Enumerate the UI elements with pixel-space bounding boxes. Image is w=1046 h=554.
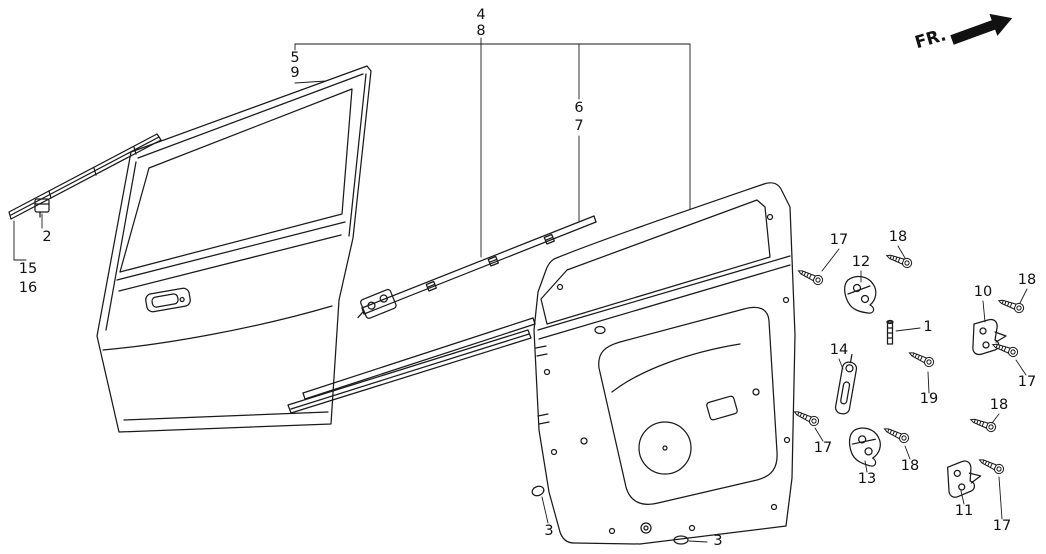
- callout-labels: 4 8 5 9 6 7 2 15 16 17 18 12 10 18 1 14 …: [19, 7, 1036, 549]
- bolt-icon: [907, 348, 936, 369]
- callout-18-d: 18: [990, 397, 1008, 413]
- checker-pin: [886, 319, 894, 345]
- fr-direction-label: FR.: [913, 25, 949, 53]
- door-checker: [834, 353, 858, 415]
- callout-9: 9: [290, 65, 299, 81]
- callout-10: 10: [974, 284, 992, 300]
- callout-18-c: 18: [901, 458, 919, 474]
- fr-direction-indicator: FR.: [913, 13, 1013, 53]
- bolt-icon: [882, 424, 911, 445]
- callout-1: 1: [923, 319, 932, 335]
- callout-leader-lines: [541, 245, 1028, 543]
- lower-hinge-bracket: [946, 460, 982, 498]
- callout-6: 6: [574, 100, 583, 116]
- callout-12: 12: [852, 254, 870, 270]
- fr-arrow-icon: [950, 13, 1013, 45]
- callout-17-d: 17: [993, 518, 1011, 534]
- left-callout-leader-lines: [13, 213, 43, 261]
- callout-2: 2: [42, 229, 51, 245]
- window-frame-molding-strip: [8, 133, 162, 220]
- door-hole-plug: [531, 485, 545, 497]
- callout-4: 4: [476, 7, 485, 23]
- molding-clip: [34, 198, 50, 218]
- callout-13: 13: [858, 471, 876, 487]
- belt-molding: [357, 215, 597, 319]
- top-callout-leader-lines: [294, 37, 691, 258]
- callout-17-c: 17: [814, 440, 832, 456]
- bolt-icon: [977, 455, 1006, 476]
- callout-19: 19: [920, 391, 938, 407]
- lower-door-hinge: [848, 427, 881, 467]
- bolt-icon: [792, 407, 821, 428]
- bolt-icon: [990, 339, 1020, 359]
- bolt-icon: [796, 266, 825, 287]
- callout-11: 11: [955, 503, 973, 519]
- callout-15: 15: [19, 261, 37, 277]
- callout-14: 14: [830, 342, 848, 358]
- callout-3-b: 3: [713, 533, 722, 549]
- bolt-icon: [884, 250, 914, 270]
- molding-end-bracket: [357, 288, 397, 319]
- rear-door-inner-panel: [531, 182, 796, 545]
- bolt-icon: [968, 414, 998, 434]
- bolt-icon: [996, 295, 1026, 315]
- upper-door-hinge: [844, 275, 877, 314]
- front-door-outer-panel: [96, 65, 372, 433]
- callout-18-a: 18: [889, 229, 907, 245]
- callout-17-b: 17: [1018, 374, 1036, 390]
- callout-8: 8: [476, 23, 485, 39]
- callout-5: 5: [290, 50, 299, 66]
- door-hole-plug: [673, 535, 689, 545]
- callout-16: 16: [19, 280, 37, 296]
- upper-hinge-bracket: [972, 318, 1007, 356]
- callout-7: 7: [574, 118, 583, 134]
- callout-3-a: 3: [544, 523, 553, 539]
- door-handle-recess: [145, 287, 191, 313]
- callout-18-b: 18: [1018, 272, 1036, 288]
- side-protector-molding: [287, 317, 536, 414]
- callout-17-a: 17: [830, 232, 848, 248]
- hardware-group: [792, 250, 1026, 498]
